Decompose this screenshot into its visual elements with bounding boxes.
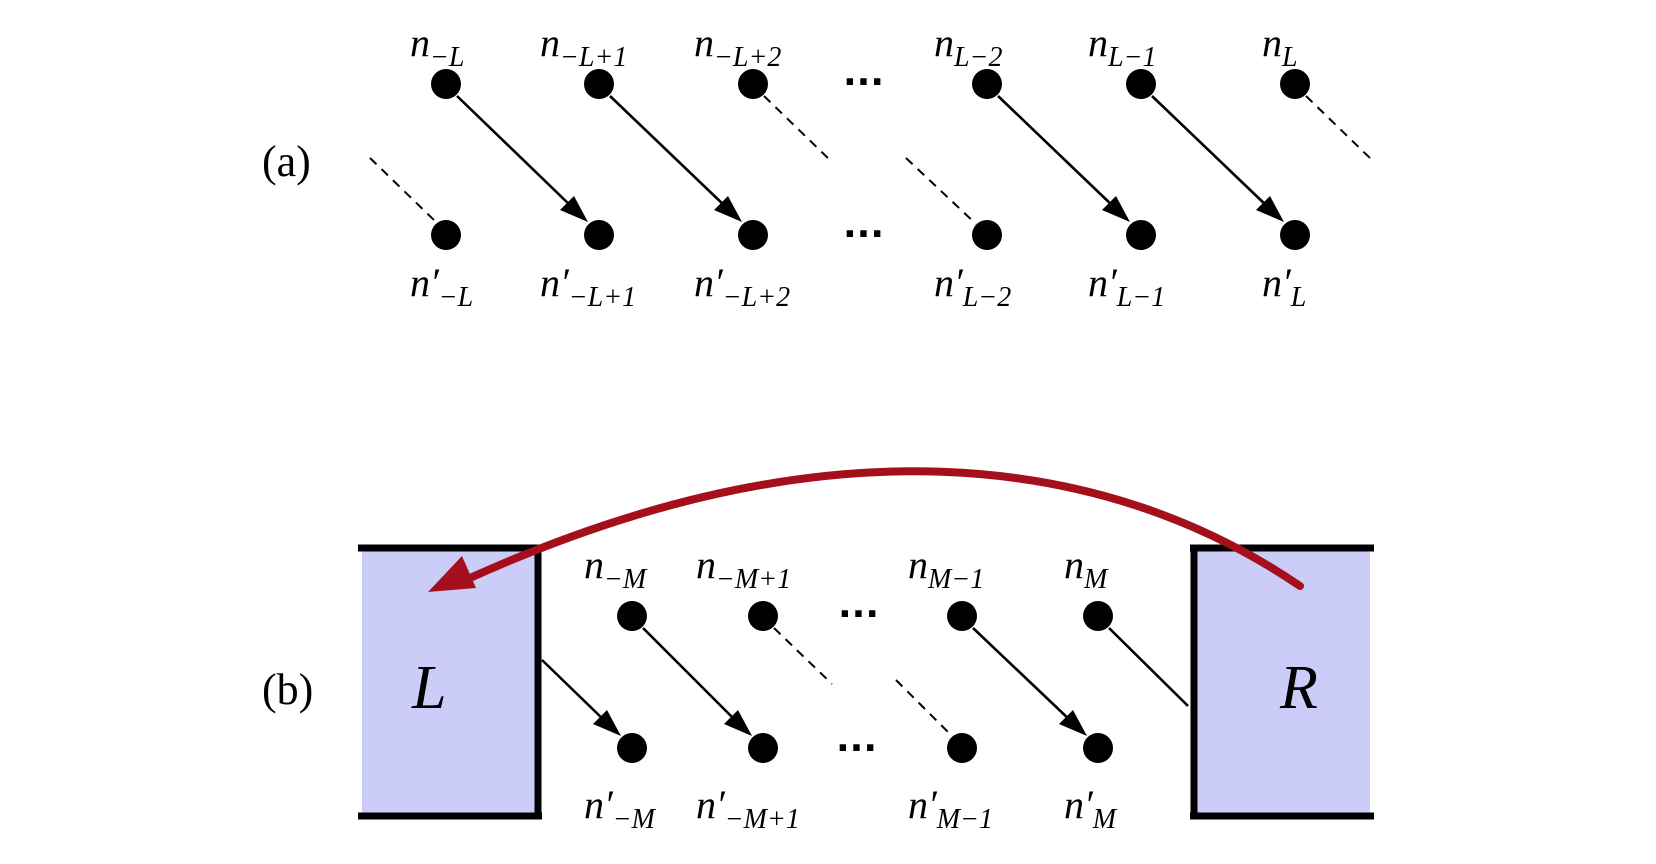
node-a-bottom-3 (738, 220, 768, 250)
label-a-bottom-3: n′−L+2 (694, 260, 790, 313)
arrowhead-a-6 (1256, 196, 1284, 222)
edge-a-2 (609, 95, 728, 209)
node-b-top-2 (748, 601, 778, 631)
label-b-top-2: n−M+1 (696, 542, 791, 595)
arrowhead-b-4 (1059, 710, 1087, 736)
right-reservoir-fill (1194, 548, 1370, 816)
label-b-top-1: n−M (584, 542, 648, 595)
label-a-top-4: nL−2 (934, 20, 1002, 73)
left-reservoir-fill (362, 548, 538, 816)
node-a-bottom-2 (584, 220, 614, 250)
arrowhead-b-from-left (593, 710, 621, 736)
node-a-top-5 (1126, 69, 1156, 99)
node-a-bottom-5 (1126, 220, 1156, 250)
node-a-top-2 (584, 69, 614, 99)
node-a-top-6 (1280, 69, 1310, 99)
label-b-bottom-2: n′−M+1 (696, 782, 800, 835)
node-a-top-1 (431, 69, 461, 99)
ellipsis-a-bottom: ··· (843, 214, 884, 255)
node-a-top-4 (972, 69, 1002, 99)
edge-a-outgoing-dashed (1305, 95, 1373, 161)
label-b-bottom-3: n′M−1 (908, 782, 993, 835)
node-b-top-4 (1083, 601, 1113, 631)
label-a-bottom-5: n′L−1 (1088, 260, 1165, 313)
edge-a-5 (997, 95, 1116, 209)
label-a-bottom-1: n′−L (410, 260, 473, 313)
node-b-bottom-4 (1083, 733, 1113, 763)
panel-a-label: (a) (262, 137, 311, 186)
arrowhead-b-1 (724, 710, 752, 736)
label-a-bottom-6: n′L (1262, 260, 1306, 313)
right-reservoir-label: R (1279, 654, 1318, 722)
edge-a-1 (456, 95, 574, 209)
edge-b-1 (642, 627, 738, 723)
label-b-bottom-1: n′−M (584, 782, 657, 835)
edge-b-to-right (1108, 627, 1189, 707)
label-b-top-3: nM−1 (908, 542, 984, 595)
arrowhead-a-2 (714, 196, 742, 222)
panel-b: (b) L R ··· (262, 467, 1374, 835)
node-a-bottom-6 (1280, 220, 1310, 250)
node-b-top-1 (617, 601, 647, 631)
panel-a: (a) ··· ··· n−L n−L+1 n−L+2 (262, 20, 1373, 313)
edge-b-3-dashed (895, 679, 953, 737)
edge-a-incoming-dashed (369, 157, 437, 223)
edge-b-from-left (541, 659, 607, 723)
edge-a-4-dashed (905, 157, 977, 225)
node-a-bottom-4 (972, 220, 1002, 250)
label-a-top-5: nL−1 (1088, 20, 1156, 73)
arrowhead-a-1 (560, 196, 588, 222)
panel-b-label: (b) (262, 665, 313, 714)
edge-b-4 (972, 627, 1073, 723)
edge-a-6 (1151, 95, 1270, 209)
label-a-bottom-2: n′−L+1 (540, 260, 636, 313)
node-b-top-3 (947, 601, 977, 631)
transfer-arc (466, 467, 1304, 590)
node-b-bottom-2 (748, 733, 778, 763)
label-a-top-6: nL (1262, 20, 1298, 73)
edge-a-3-dashed (763, 95, 833, 163)
arrowhead-a-5 (1102, 196, 1130, 222)
node-a-bottom-1 (431, 220, 461, 250)
label-a-bottom-4: n′L−2 (934, 260, 1011, 313)
node-a-top-3 (738, 69, 768, 99)
ellipsis-b-top: ··· (838, 594, 879, 635)
label-a-top-3: n−L+2 (694, 20, 781, 73)
node-b-bottom-1 (617, 733, 647, 763)
label-b-top-4: nM (1064, 542, 1109, 595)
transfer-arc-arrowhead (428, 556, 476, 592)
label-b-bottom-4: n′M (1064, 782, 1118, 835)
label-a-top-1: n−L (410, 20, 464, 73)
left-reservoir-label: L (411, 654, 446, 722)
ellipsis-a-top: ··· (843, 62, 884, 103)
node-b-bottom-3 (947, 733, 977, 763)
label-a-top-2: n−L+1 (540, 20, 627, 73)
edge-b-2-dashed (773, 627, 833, 685)
ellipsis-b-bottom: ··· (836, 728, 877, 769)
